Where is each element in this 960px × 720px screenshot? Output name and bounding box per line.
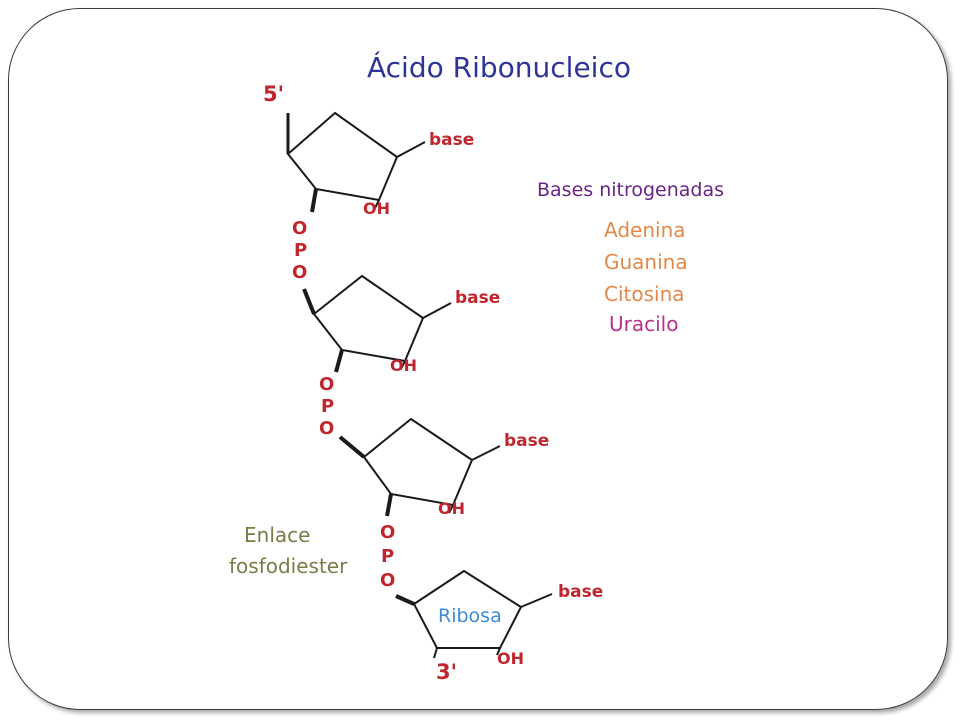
- phosphate-1-o-top: O: [292, 218, 308, 239]
- ribosa-label: Ribosa: [438, 605, 502, 627]
- phosphate-2-o-top: O: [319, 374, 335, 395]
- five-prime-label: 5': [263, 82, 285, 106]
- diagram-title: Ácido Ribonucleico: [367, 51, 631, 84]
- phosphate-2-p: P: [321, 396, 335, 417]
- phosphate-2-o-bottom: O: [319, 418, 335, 439]
- base-label-1: base: [429, 130, 475, 150]
- phosphate-1-p: P: [294, 240, 308, 261]
- phosphate-3-o-bottom: O: [380, 570, 396, 591]
- base-label-4: base: [558, 582, 604, 602]
- ribose-ring-1: [286, 111, 426, 213]
- base-label-3: base: [504, 431, 550, 451]
- three-prime-label: 3': [436, 660, 458, 684]
- oh-label-4: OH: [497, 649, 524, 668]
- base-item-adenina: Adenina: [604, 218, 686, 242]
- ribose-ring-3: [338, 417, 501, 517]
- base-label-2: base: [455, 288, 501, 308]
- phosphate-3-p: P: [381, 546, 395, 567]
- bases-section-title: Bases nitrogenadas: [537, 179, 725, 201]
- bond-label-line1: Enlace: [244, 523, 311, 547]
- oh-label-2: OH: [390, 356, 417, 375]
- base-item-guanina: Guanina: [604, 250, 688, 274]
- base-item-uracilo: Uracilo: [609, 312, 679, 336]
- ribose-ring-2: [302, 274, 452, 373]
- slide-frame: [8, 8, 948, 710]
- phosphate-1-o-bottom: O: [292, 262, 308, 283]
- ribose-ring-4: [395, 569, 553, 659]
- oh-label-3: OH: [438, 499, 465, 518]
- phosphate-3-o-top: O: [380, 522, 396, 543]
- bond-label-line2: fosfodiester: [229, 554, 348, 578]
- base-item-citosina: Citosina: [604, 282, 685, 306]
- oh-label-1: OH: [363, 199, 390, 218]
